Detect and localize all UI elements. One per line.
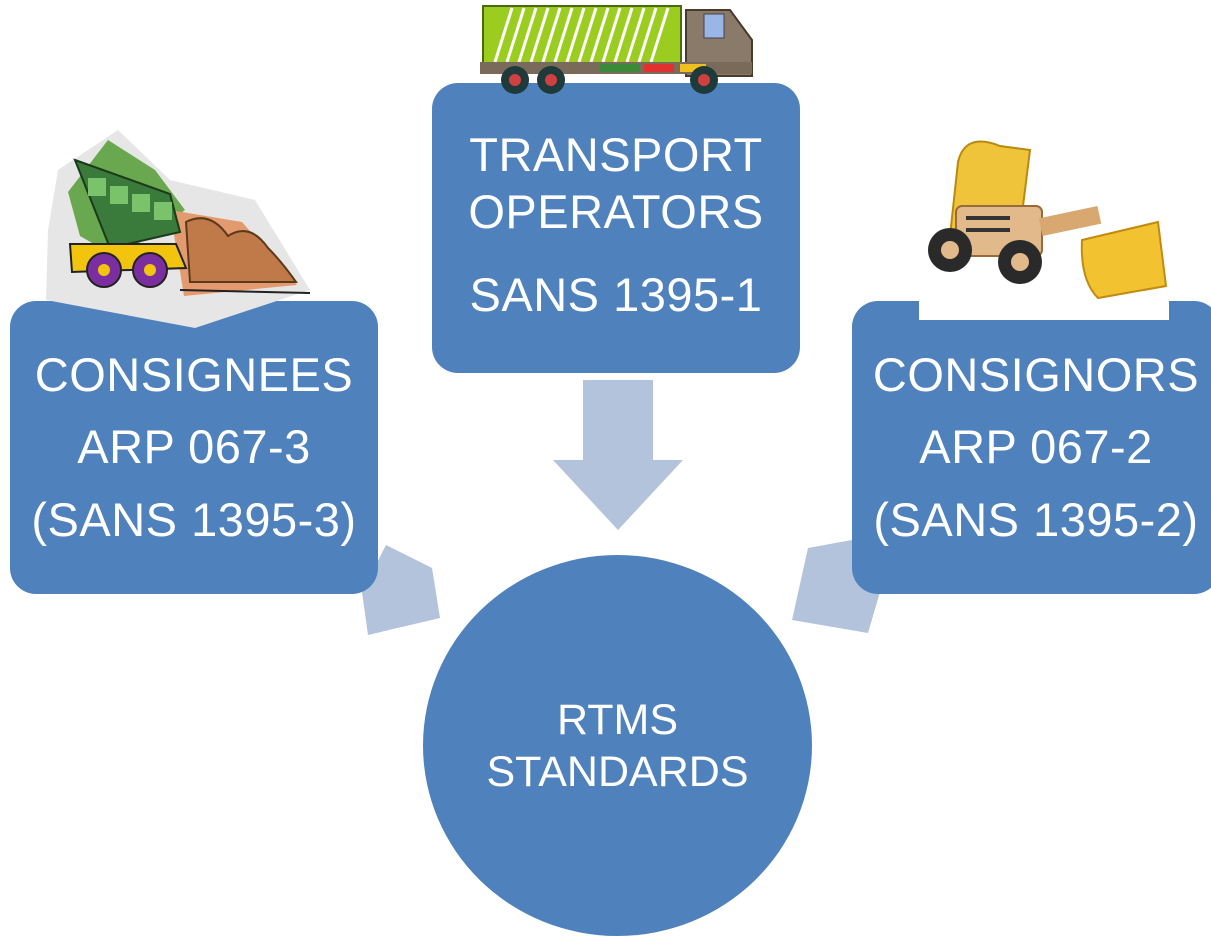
consignees-sans: (SANS 1395-3) bbox=[31, 492, 357, 546]
consignees-box: CONSIGNEES ARP 067-3 (SANS 1395-3) bbox=[10, 301, 378, 594]
arrow-consignees-to-hub bbox=[362, 545, 440, 635]
consignees-title: CONSIGNEES bbox=[34, 348, 354, 402]
transport-operators-box: TRANSPORT OPERATORS SANS 1395-1 bbox=[432, 83, 800, 373]
consignors-title: CONSIGNORS bbox=[872, 348, 1200, 402]
consignees-standard: ARP 067-3 bbox=[77, 420, 311, 474]
consignors-sans: (SANS 1395-2) bbox=[873, 492, 1199, 546]
rtms-standards-hub: RTMS STANDARDS bbox=[423, 555, 812, 936]
hub-line2: STANDARDS bbox=[486, 747, 749, 796]
consignors-standard: ARP 067-2 bbox=[919, 420, 1153, 474]
transport-title-line1: TRANSPORT bbox=[469, 128, 763, 181]
consignors-box: CONSIGNORS ARP 067-2 (SANS 1395-2) bbox=[852, 301, 1211, 594]
transport-title-line2: OPERATORS bbox=[468, 185, 764, 238]
transport-standard: SANS 1395-1 bbox=[469, 268, 763, 321]
arrow-transport-to-hub bbox=[553, 380, 683, 530]
hub-line1: RTMS bbox=[556, 695, 679, 744]
